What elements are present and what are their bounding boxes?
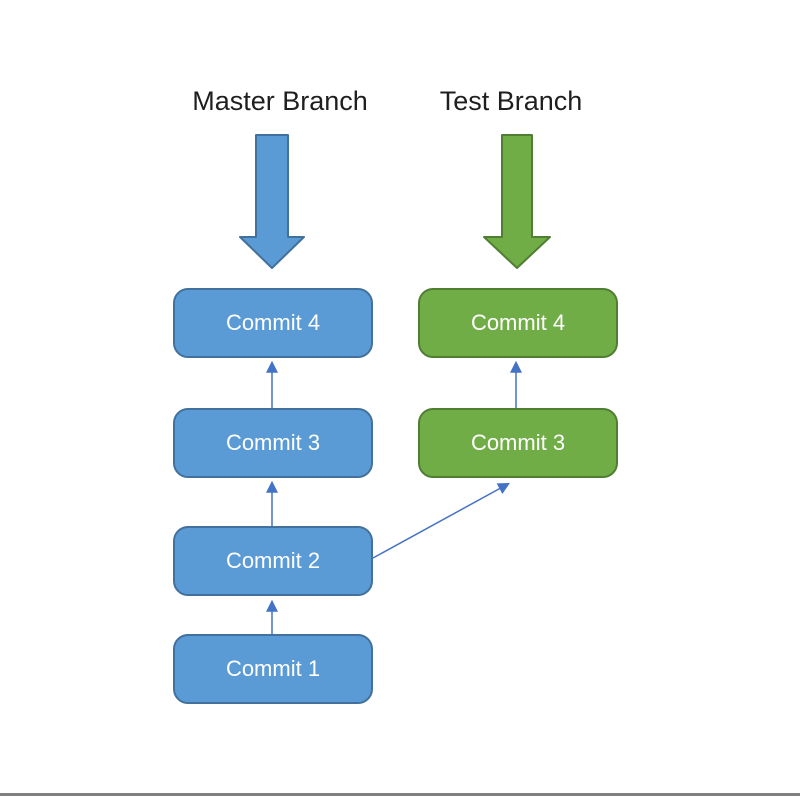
test-branch-label: Test Branch (439, 86, 583, 116)
master-commit-4-box: Commit 4 (173, 288, 373, 358)
test-branch-arrow-icon (483, 134, 551, 269)
test-commit-3-box: Commit 3 (418, 408, 618, 478)
master-branch-label: Master Branch (192, 86, 368, 116)
bottom-edge-divider (0, 793, 800, 796)
master-commit-3-box: Commit 3 (173, 408, 373, 478)
test-commit-4-box: Commit 4 (418, 288, 618, 358)
arrow-master-commit2-to-test-commit3-icon (372, 482, 510, 559)
master-branch-arrow-icon (239, 134, 305, 269)
master-commit-2-box: Commit 2 (173, 526, 373, 596)
master-commit-1-box: Commit 1 (173, 634, 373, 704)
